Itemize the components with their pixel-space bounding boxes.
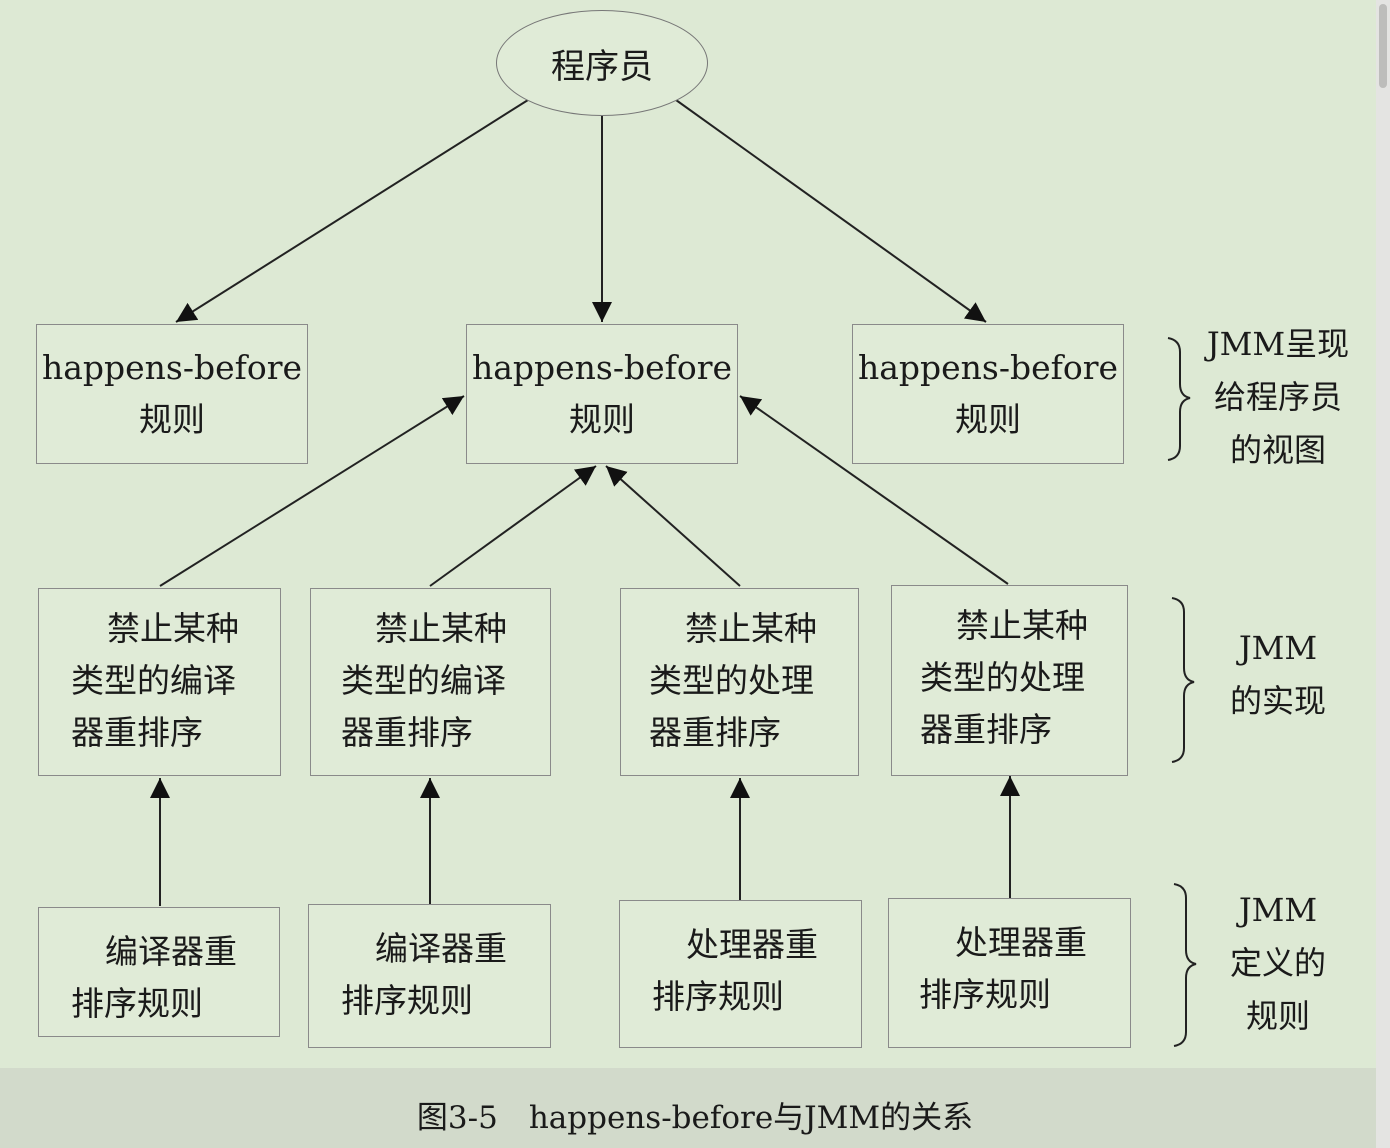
def-line: 排序规则 — [341, 981, 473, 1020]
view-rule-line: 规则 — [139, 400, 205, 439]
scrollbar[interactable] — [1376, 0, 1390, 1148]
impl-box-4: 禁止某种 类型的处理 器重排序 — [891, 585, 1128, 776]
programmer-node: 程序员 — [496, 10, 708, 116]
caption-band — [0, 1068, 1390, 1148]
impl-line: 禁止某种 — [685, 609, 817, 648]
side-label-view: JMM呈现 给程序员 的视图 — [1198, 318, 1358, 477]
view-rule-line: 规则 — [955, 400, 1021, 439]
side-label-line: 的实现 — [1229, 682, 1326, 720]
def-box-2: 编译器重 排序规则 — [308, 904, 551, 1048]
side-label-line: 给程序员 — [1213, 378, 1342, 416]
impl-box-3: 禁止某种 类型的处理 器重排序 — [620, 588, 859, 776]
view-rule-box-right: happens-before 规则 — [852, 324, 1124, 464]
impl-box-1: 禁止某种 类型的编译 器重排序 — [38, 588, 281, 776]
view-rule-box-center: happens-before 规则 — [466, 324, 738, 464]
programmer-label: 程序员 — [551, 46, 653, 87]
view-rule-line: 规则 — [569, 400, 635, 439]
impl-line: 类型的处理 — [649, 661, 814, 700]
view-rule-line: happens-before — [471, 348, 733, 387]
arrow-impl4-to-view — [739, 395, 1009, 585]
def-line: 排序规则 — [71, 984, 203, 1023]
impl-line: 禁止某种 — [107, 609, 239, 648]
def-line: 编译器重 — [375, 929, 507, 968]
arrow-root-to-view-right — [675, 99, 987, 323]
brace-impl — [1171, 597, 1195, 763]
impl-line: 类型的编译 — [71, 661, 236, 700]
view-rule-line: happens-before — [41, 348, 303, 387]
impl-box-2: 禁止某种 类型的编译 器重排序 — [310, 588, 551, 776]
def-line: 排序规则 — [652, 977, 784, 1016]
side-label-line: JMM — [1238, 629, 1318, 667]
impl-line: 器重排序 — [341, 713, 473, 752]
view-rule-box-left: happens-before 规则 — [36, 324, 308, 464]
def-line: 编译器重 — [105, 932, 237, 971]
impl-line: 类型的编译 — [341, 661, 506, 700]
arrow-impl1-to-view — [159, 395, 465, 587]
def-line: 处理器重 — [686, 925, 818, 964]
side-label-line: 定义的 — [1229, 944, 1326, 982]
arrow-impl3-to-view — [605, 465, 741, 587]
def-box-4: 处理器重 排序规则 — [888, 898, 1131, 1048]
brace-def — [1173, 883, 1197, 1047]
side-label-impl: JMM 的实现 — [1198, 622, 1358, 728]
impl-line: 禁止某种 — [375, 609, 507, 648]
side-label-line: 规则 — [1245, 997, 1310, 1035]
figure-caption: 图3-5 happens-before与JMM的关系 — [416, 1100, 974, 1136]
scrollbar-thumb[interactable] — [1379, 4, 1387, 88]
def-line: 处理器重 — [955, 923, 1087, 962]
def-box-1: 编译器重 排序规则 — [38, 907, 280, 1037]
arrow-root-to-view-left — [175, 99, 529, 323]
impl-line: 禁止某种 — [956, 606, 1088, 645]
view-rule-line: happens-before — [857, 348, 1119, 387]
def-line: 排序规则 — [919, 975, 1051, 1014]
side-label-line: 的视图 — [1229, 431, 1326, 469]
side-label-line: JMM — [1238, 891, 1318, 929]
side-label-line: JMM呈现 — [1206, 325, 1350, 363]
impl-line: 类型的处理 — [920, 658, 1085, 697]
impl-line: 器重排序 — [71, 713, 203, 752]
arrow-impl2-to-view — [429, 465, 597, 587]
def-box-3: 处理器重 排序规则 — [619, 900, 862, 1048]
side-label-def: JMM 定义的 规则 — [1198, 884, 1358, 1043]
impl-line: 器重排序 — [649, 713, 781, 752]
impl-line: 器重排序 — [920, 710, 1052, 749]
brace-view — [1167, 337, 1191, 461]
